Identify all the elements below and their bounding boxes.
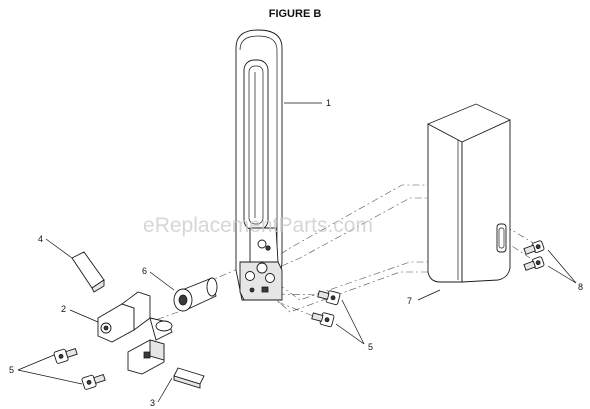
part-8-screws: [523, 240, 545, 271]
part-2-upper-bracket: [97, 291, 173, 343]
callout-4: 4: [38, 234, 43, 244]
part-7-angled-cover: [427, 103, 511, 283]
callout-8: 8: [578, 282, 583, 292]
watermark: eReplacementParts.com: [143, 214, 373, 237]
callout-2: 2: [61, 304, 66, 314]
callout-7: 7: [407, 296, 412, 306]
part-5-screws-right: [311, 290, 341, 328]
part-5-screws-left: [53, 347, 106, 390]
part-6-bushing: [173, 277, 218, 312]
leader-lines: [17, 102, 577, 403]
callout-labels: 1 4 6 2 5 3 5 7 8: [9, 98, 583, 408]
part-3-lower-bracket: [127, 339, 205, 389]
callout-5-left: 5: [9, 365, 14, 375]
callout-3: 3: [150, 398, 155, 408]
part-1-long-bracket: [235, 29, 283, 301]
callout-5-right: 5: [368, 342, 373, 352]
figure-title: FIGURE B: [269, 8, 322, 20]
callout-1: 1: [326, 98, 331, 108]
part-4-key: [71, 251, 105, 293]
callout-6: 6: [142, 266, 147, 276]
